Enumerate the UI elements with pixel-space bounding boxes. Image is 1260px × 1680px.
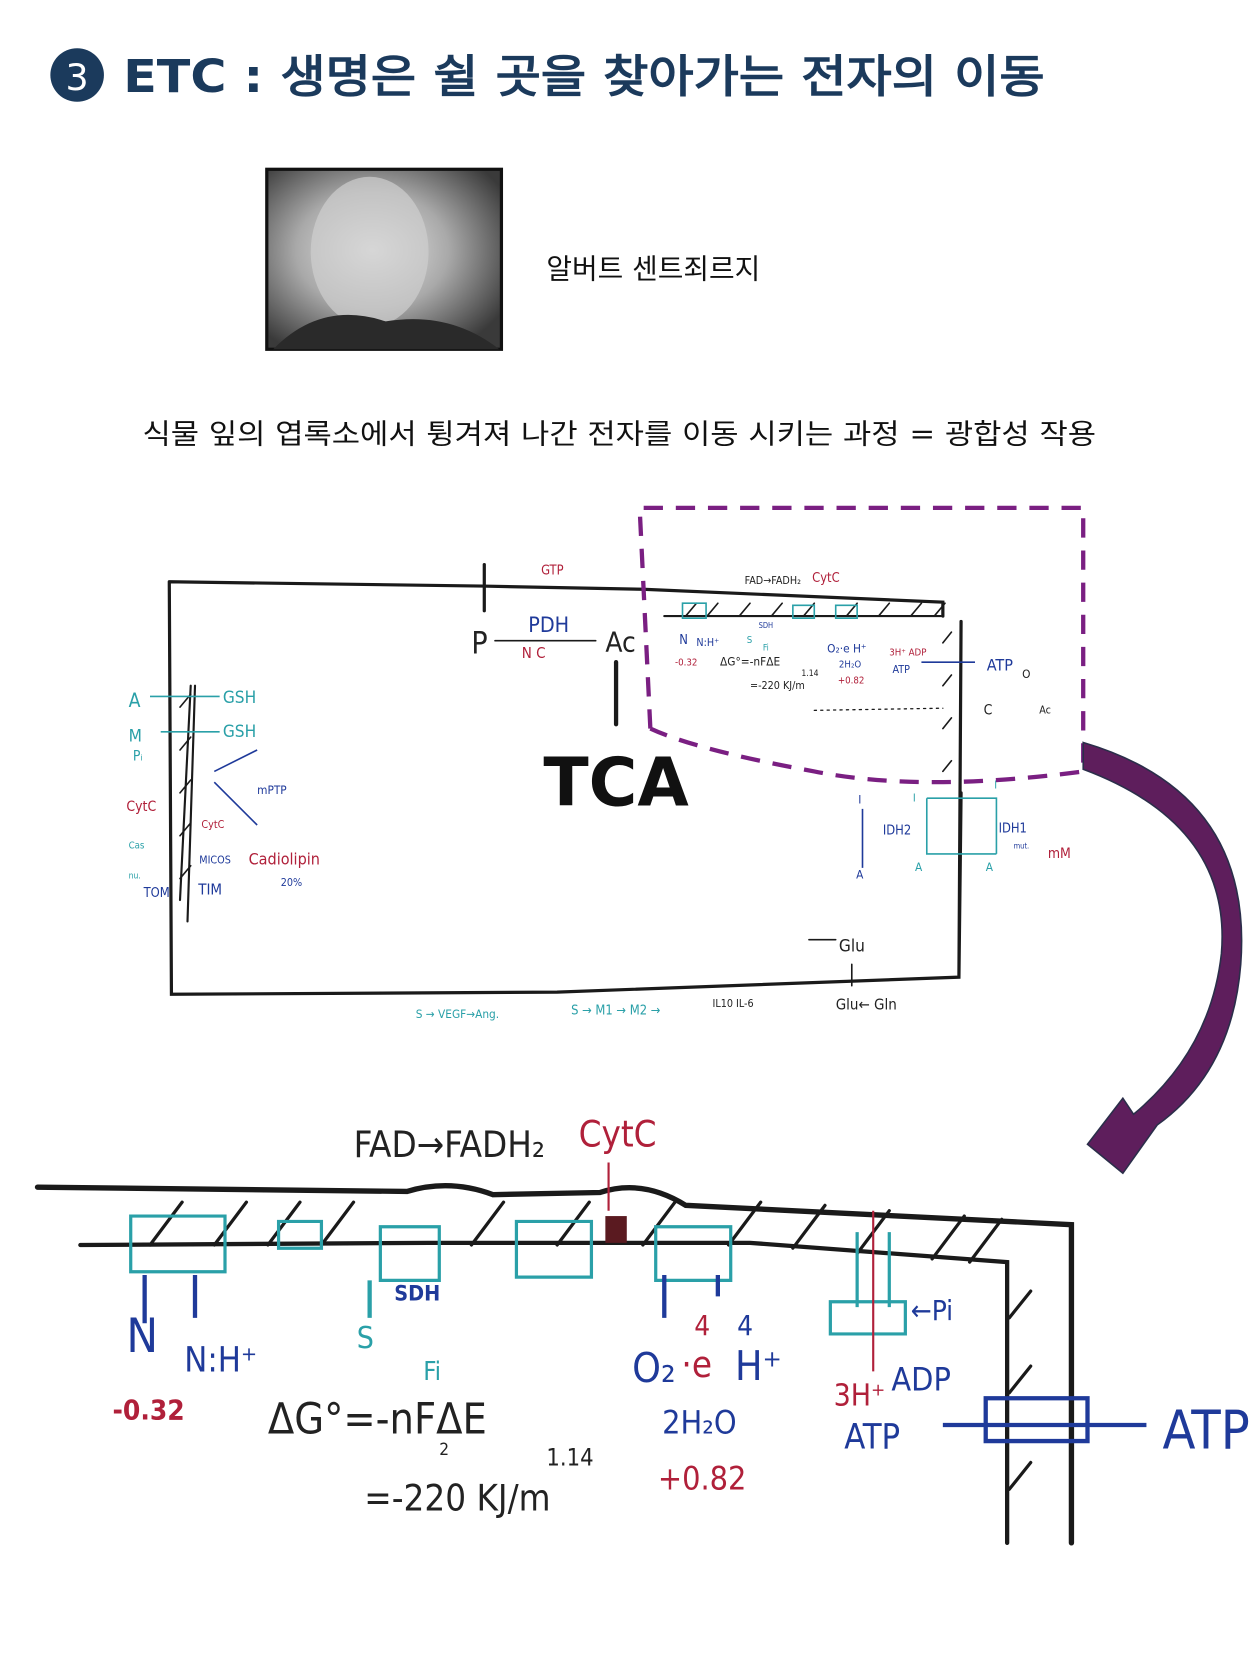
inset-four-electrons: 4 [694,1309,710,1342]
cardiolipin-percent: 20% [281,876,302,889]
acetyl-out-label: Ac [1039,704,1051,717]
page-title: ETC : 생명은 쉴 곳을 찾아가는 전자의 이동 [123,50,1044,103]
inset-potential-nadh: -0.32 [113,1394,185,1427]
inner-cytc-label: CytC [201,818,224,831]
citrate-label: C [984,703,993,719]
inset-nad-label: N:H⁺ [184,1340,257,1380]
micos-label: MICOS [199,854,231,867]
proton-adp-label: 3H⁺ ADP [889,648,926,659]
inset-nadh-label: N [126,1309,158,1364]
energy-value: =-220 KJ/m [750,679,805,692]
pyruvate-label: P [471,627,487,662]
mm-label: mM [1048,846,1071,862]
mutation-label: mut. [1014,842,1030,851]
curved-arrow-icon [1082,741,1243,1175]
inset-n-value: 2 [439,1440,449,1460]
akg-label-2: A [915,860,923,874]
inset-succinate-label: S [357,1321,374,1356]
portrait-photo [265,167,504,351]
atp-out-label: ATP [987,656,1013,675]
m-label: M [129,726,142,746]
pi-label: Pᵢ [133,749,143,765]
inset-proton-label: H⁺ [735,1342,782,1390]
water-label: 2H₂O [839,660,861,671]
o-label: O [1022,667,1030,681]
idh2-label: IDH2 [883,824,911,839]
nc-label: N C [522,644,546,662]
portrait-caption: 알버트 센트죄르지 [546,253,760,286]
slide-header: 3 ETC : 생명은 쉴 곳을 찾아가는 전자의 이동 [50,48,1045,103]
nu-label: nu. [129,872,141,882]
potential-nadh: -0.32 [675,657,697,668]
cytc-marker [605,1216,627,1243]
inset-atp-in-label: ATP [844,1418,900,1458]
oxygen-label: O₂·e H⁺ [827,642,866,656]
inset-3h-label: 3H⁺ [834,1379,886,1414]
succinate-label: S [747,635,753,646]
tim-label: TIM [197,881,222,899]
glutamate-label: Glu [839,936,865,956]
nad-label: N:H⁺ [696,636,719,649]
mitochondria-diagram: TCA GTP FAD→FADH₂ CytC P PDH N C Ac A GS… [126,563,1071,1021]
inset-sdh-label: SDH [394,1282,440,1307]
gtp-label: GTP [541,563,564,578]
interleukin-label: IL10 IL-6 [713,997,754,1010]
inset-pi-label: ←Pi [911,1294,953,1327]
inset-oxygen-label: O₂ [632,1344,675,1392]
isocitrate-label-3: I [994,779,997,792]
fumarate-label: Fi [763,643,769,653]
inset-electron-label: ·e [681,1343,712,1386]
left-a-label: A [129,689,141,712]
delta-e-value: 1.14 [801,669,818,679]
macrophage-pathway-label: S → M1 → M2 → [571,1004,661,1019]
left-cytc-label: CytC [126,799,156,815]
akg-label-3: A [986,860,994,874]
fad-label: FAD→FADH₂ [745,574,801,587]
inset-fumarate-label: Fi [423,1357,441,1387]
mptp-label: mPTP [257,783,287,797]
idh1-label: IDH1 [999,822,1027,837]
isocitrate-label-2: I [913,791,916,804]
acetyl-label: Ac [605,625,635,658]
slide-subtitle: 식물 잎의 엽록소에서 튕겨져 나간 전자를 이동 시키는 과정 = 광합성 작… [143,418,1097,451]
gsh-label: GSH [223,688,256,708]
inset-water-label: 2H₂O [662,1404,736,1442]
step-number: 3 [66,56,89,99]
inset-atp-out-label: ATP [1163,1399,1250,1462]
sdh-label: SDH [759,621,774,630]
inset-four-protons: 4 [737,1309,753,1342]
inset-adp-label: ADP [891,1361,950,1399]
glutamine-label: Glu← Gln [836,995,897,1013]
cytc-label: CytC [812,571,840,586]
pdh-label: PDH [528,613,569,638]
etc-zoom-inset: FAD→FADH₂ CytC N N:H⁺ -0.32 ΔG°=-nFΔE 2 … [34,1112,1250,1546]
step-number-badge [50,48,104,102]
inset-potential-oxygen: +0.82 [658,1459,747,1497]
atp-in-label: ATP [893,663,911,676]
vegf-pathway-label: S → VEGF→Ang. [416,1007,499,1021]
inset-energy-value: =-220 KJ/m [364,1477,550,1520]
inset-delta-e-value: 1.14 [546,1444,593,1472]
gibbs-equation: ΔG°=-nFΔE [720,654,780,668]
nadh-label: N [679,633,688,648]
cas-label: Cas [129,841,145,852]
zoom-highlight-region [637,505,1086,785]
inset-fad-label: FAD→FADH₂ [354,1123,545,1166]
inset-cytc-label: CytC [579,1112,657,1155]
tom-label: TOM [143,886,170,901]
isocitrate-label: I [858,793,861,807]
cardiolipin-label: Cadiolipin [249,850,320,869]
tca-label: TCA [543,744,689,822]
inset-gibbs-equation: ΔG°=-nFΔE [268,1395,487,1445]
potential-oxygen: +0.82 [838,676,865,687]
gsh-label-2: GSH [223,722,256,742]
akg-label: A [856,868,864,882]
